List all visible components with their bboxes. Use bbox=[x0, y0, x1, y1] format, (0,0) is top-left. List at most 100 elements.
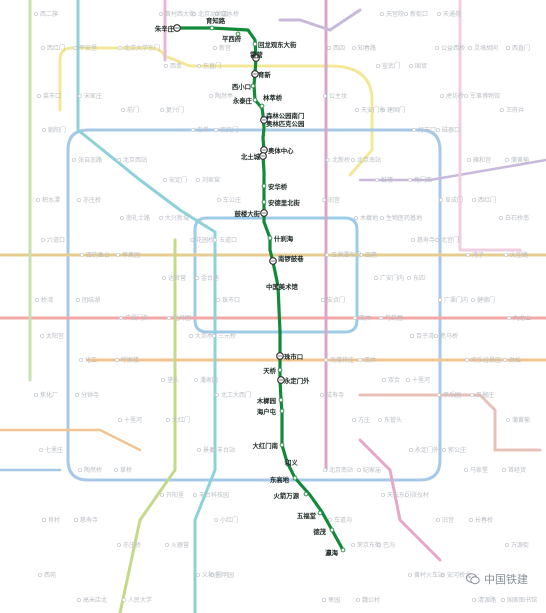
station-marker[interactable] bbox=[284, 459, 290, 465]
station-label: 海户屯 bbox=[257, 407, 277, 416]
bg-station-dot bbox=[434, 237, 439, 242]
station-marker[interactable] bbox=[261, 183, 267, 189]
bg-station-dot bbox=[356, 467, 361, 472]
line-15 bbox=[278, 8, 362, 32]
bg-station-dot bbox=[119, 315, 124, 320]
bg-station-label: 东管头 bbox=[384, 416, 402, 424]
bg-station-dot bbox=[463, 467, 468, 472]
bg-station-label: 蒲黄榆 bbox=[511, 156, 529, 164]
bg-station-label: 北宫门 bbox=[441, 236, 459, 244]
bg-station-label: 火器营 bbox=[171, 541, 189, 549]
bg-station-dot bbox=[320, 297, 325, 302]
station-marker[interactable] bbox=[259, 103, 265, 109]
bg-station-dot bbox=[438, 197, 443, 202]
bg-station-dot bbox=[122, 598, 127, 603]
bg-station-dot bbox=[405, 377, 410, 382]
line-9 bbox=[118, 238, 177, 613]
bg-station-dot bbox=[466, 157, 471, 162]
bg-station-label: 魏公村 bbox=[362, 596, 380, 604]
station-marker[interactable] bbox=[292, 475, 298, 481]
bg-station-dot bbox=[165, 417, 170, 422]
station-marker[interactable] bbox=[277, 367, 283, 373]
bg-station-label: 菜市口 bbox=[43, 92, 61, 100]
bg-station-label: 亦庄桥 bbox=[83, 196, 101, 204]
line-airport bbox=[358, 158, 546, 182]
bg-station-label: 国贸 bbox=[415, 62, 427, 70]
bg-station-dot bbox=[121, 108, 126, 113]
bg-station-dot bbox=[117, 543, 122, 548]
bg-station-label: 万源街 bbox=[511, 541, 529, 549]
station-marker[interactable] bbox=[279, 408, 285, 414]
line-yizhuang bbox=[358, 438, 442, 562]
station-label: 回龙观东大街 bbox=[258, 40, 297, 49]
bg-station-dot bbox=[374, 177, 379, 182]
wechat-icon bbox=[466, 573, 480, 585]
bg-station-label: 广安门内 bbox=[380, 274, 404, 282]
bg-station-dot bbox=[380, 492, 385, 497]
bg-station-dot bbox=[213, 127, 218, 132]
station-marker[interactable] bbox=[261, 199, 267, 205]
station-marker[interactable] bbox=[252, 41, 258, 47]
station-label: 中国美术馆 bbox=[266, 282, 299, 291]
bg-station-dot bbox=[319, 392, 324, 397]
station-marker[interactable] bbox=[252, 97, 258, 103]
bg-station-dot bbox=[213, 518, 218, 523]
bg-station-label: 高米店北 bbox=[83, 596, 107, 604]
bg-station-dot bbox=[468, 518, 473, 523]
bg-station-label: 西苑 bbox=[44, 571, 56, 579]
station-marker[interactable] bbox=[340, 547, 346, 553]
bg-station-dot bbox=[436, 392, 441, 397]
bg-station-dot bbox=[500, 598, 505, 603]
station-marker[interactable] bbox=[275, 284, 281, 290]
bg-station-label: 亦庄桥 bbox=[123, 541, 141, 549]
station-marker[interactable] bbox=[209, 25, 215, 31]
bg-station-dot bbox=[373, 275, 378, 280]
bg-station-dot bbox=[40, 333, 45, 338]
station-marker[interactable] bbox=[279, 442, 285, 448]
station-label: 什刹海 bbox=[274, 234, 294, 243]
bg-station-dot bbox=[350, 543, 355, 548]
watermark-text: 中国铁建 bbox=[484, 573, 528, 586]
bg-station-dot bbox=[378, 315, 383, 320]
bg-station-label: 清源路 bbox=[478, 596, 496, 604]
bg-station-label: 十里河 bbox=[412, 376, 430, 384]
bg-station-label: 义和庄 bbox=[202, 571, 220, 579]
bg-station-dot bbox=[437, 297, 442, 302]
bg-station-label: 黄村火车站 bbox=[414, 571, 444, 579]
bg-station-dot bbox=[77, 598, 82, 603]
station-label: 育新 bbox=[258, 70, 271, 79]
station-marker[interactable] bbox=[329, 527, 335, 533]
bg-station-label: 大望路 bbox=[510, 251, 528, 259]
station-label: 德茂 bbox=[313, 527, 326, 536]
station-label: 西小口 bbox=[232, 82, 251, 91]
bg-station-label: 天安门东 bbox=[361, 106, 385, 114]
bg-station-label: 灵境胡同 bbox=[474, 44, 498, 52]
bg-station-label: 达官营 bbox=[168, 274, 186, 282]
station-marker[interactable] bbox=[317, 510, 323, 516]
bg-station-dot bbox=[160, 377, 165, 382]
bg-station-dot bbox=[78, 467, 83, 472]
station-marker[interactable] bbox=[235, 31, 241, 37]
bg-station-label: 安定门 bbox=[169, 176, 187, 184]
bg-station-dot bbox=[504, 157, 509, 162]
bg-station-dot bbox=[42, 518, 47, 523]
station-marker[interactable] bbox=[267, 235, 273, 241]
bg-station-dot bbox=[434, 46, 439, 51]
bg-station-dot bbox=[192, 492, 197, 497]
bg-station-dot bbox=[195, 177, 200, 182]
bg-station-dot bbox=[211, 333, 216, 338]
bg-station-label: 荣京东街 bbox=[357, 541, 381, 549]
bg-station-dot bbox=[324, 252, 329, 257]
line-2 bbox=[193, 216, 359, 334]
station-marker[interactable] bbox=[278, 397, 284, 403]
bg-station-dot bbox=[464, 357, 469, 362]
bg-station-dot bbox=[471, 197, 476, 202]
bg-station-label: 潘家园 bbox=[200, 376, 218, 384]
station-marker[interactable] bbox=[303, 491, 309, 497]
bg-station-dot bbox=[501, 467, 506, 472]
bg-station-dot bbox=[188, 333, 193, 338]
bg-station-dot bbox=[36, 197, 41, 202]
station-marker[interactable] bbox=[250, 83, 256, 89]
